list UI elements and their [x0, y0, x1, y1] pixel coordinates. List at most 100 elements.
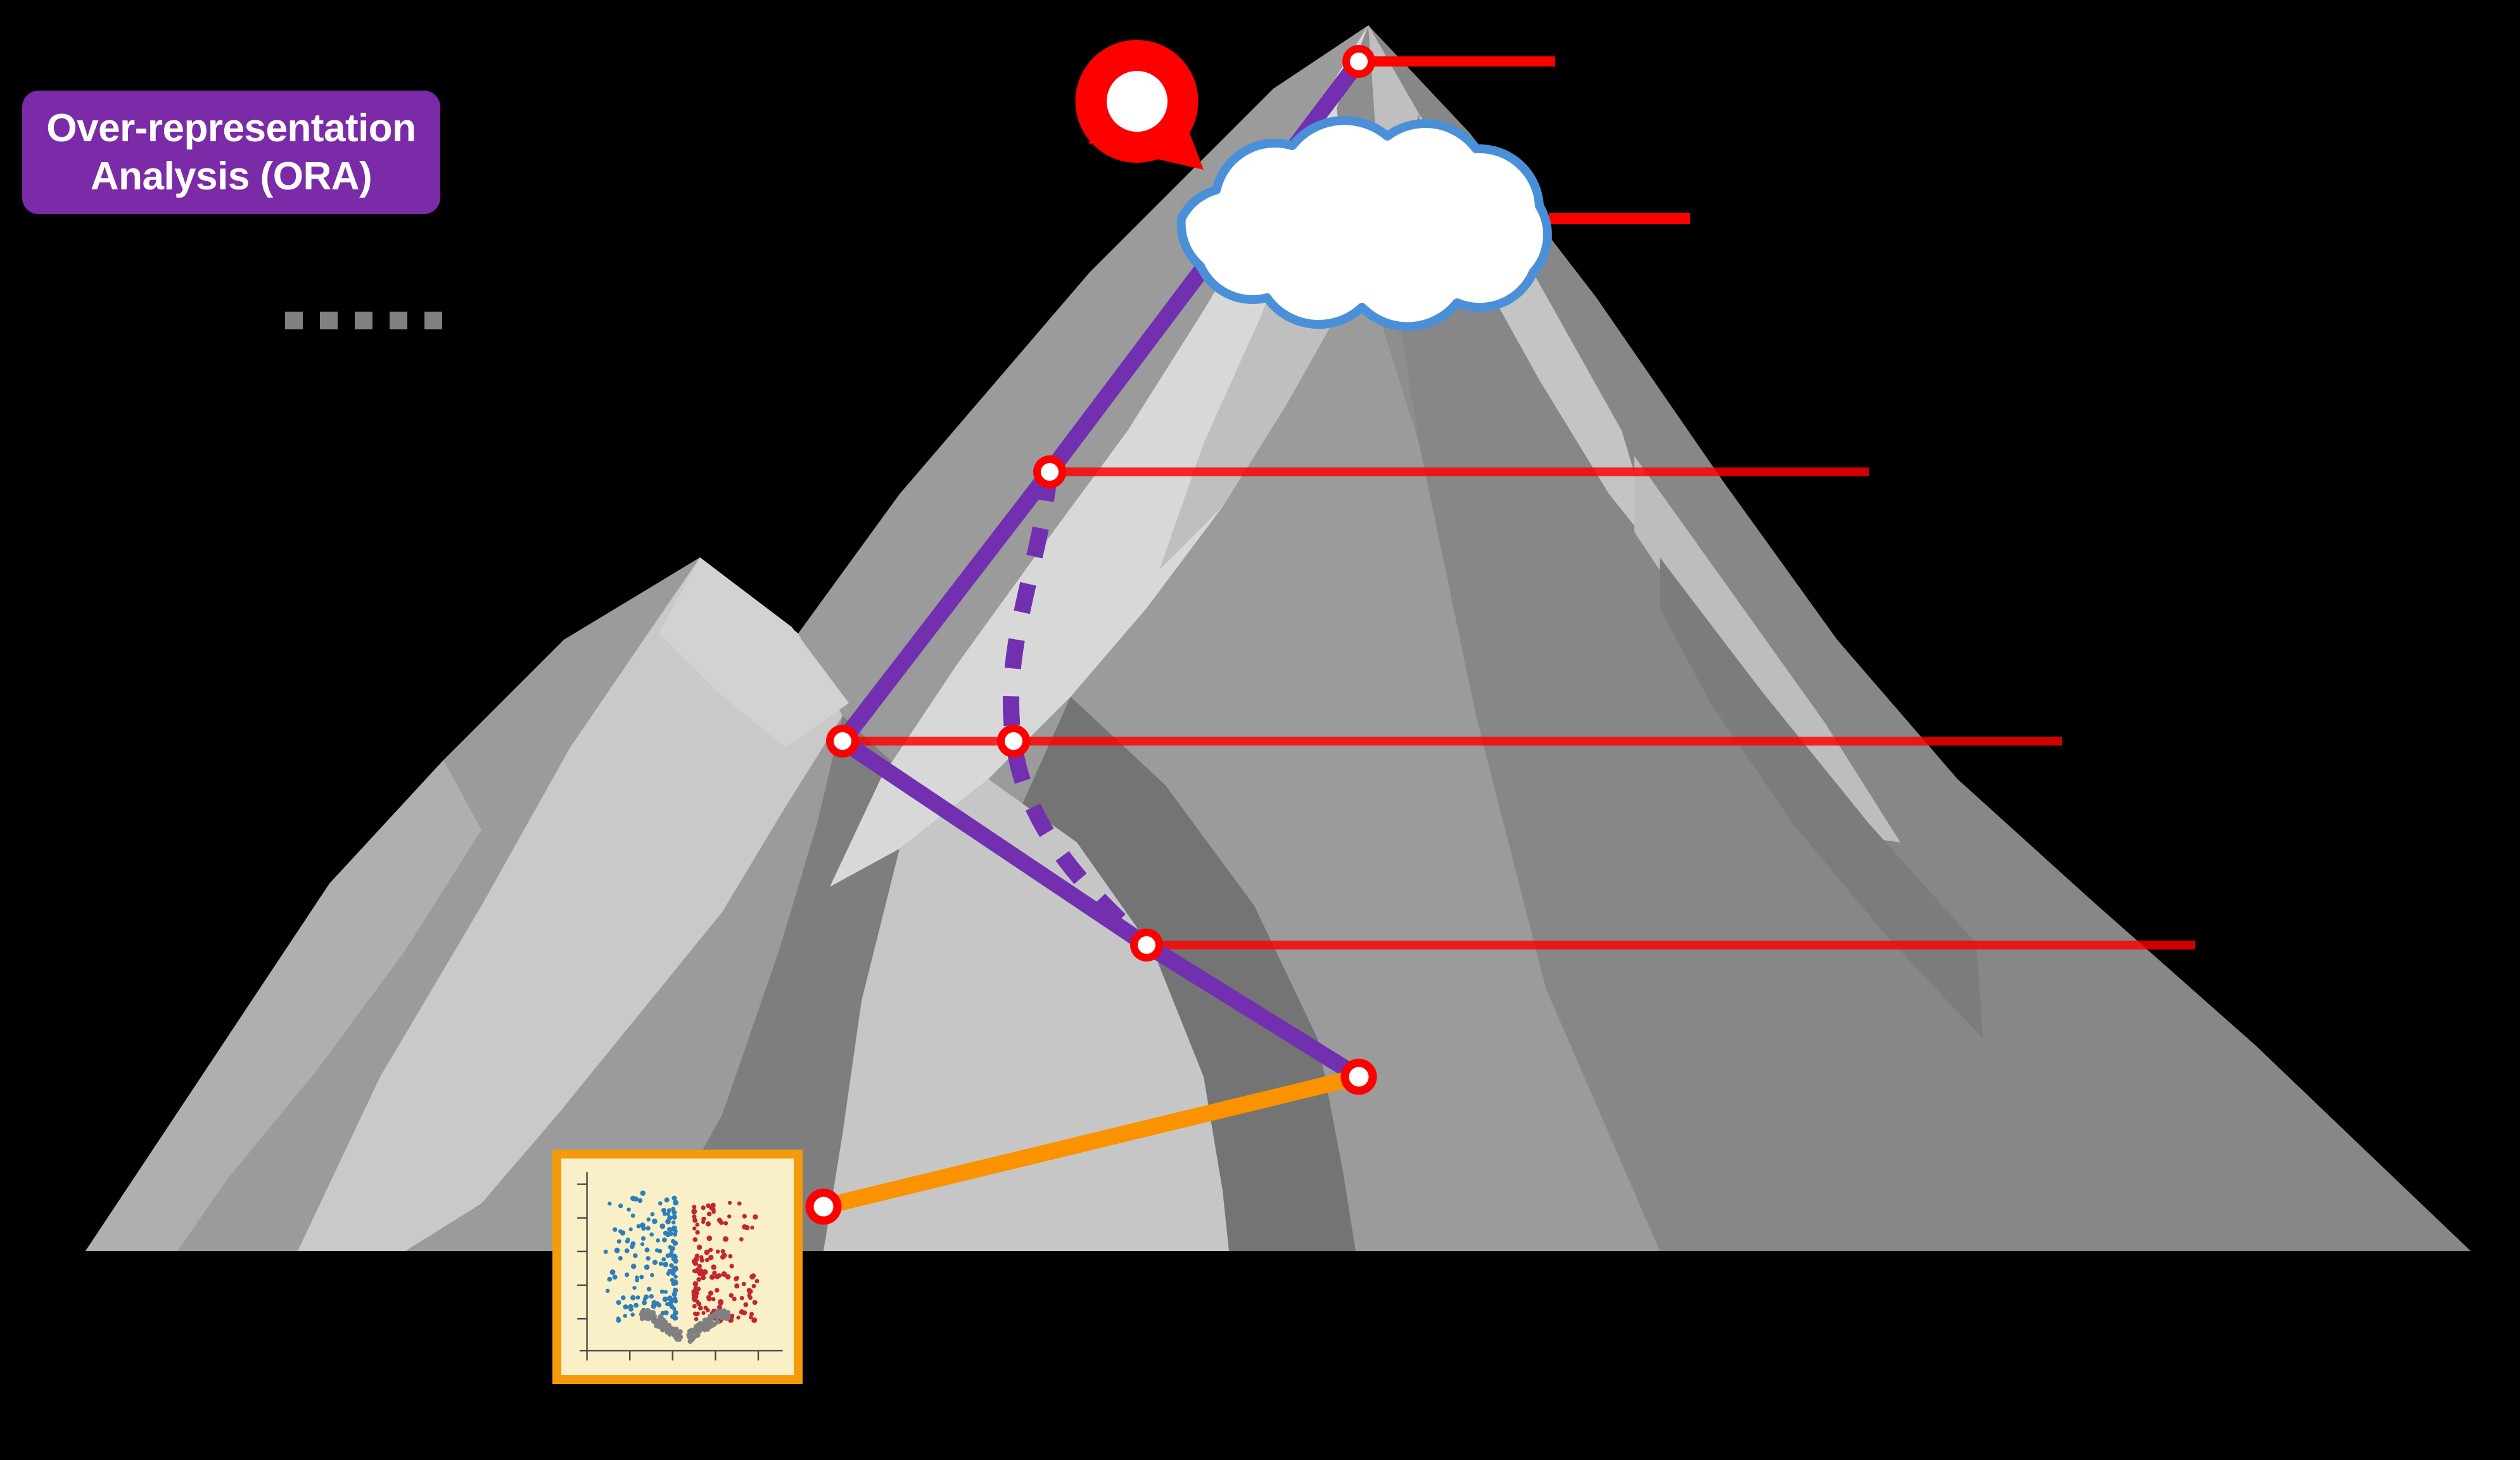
volcano-point	[722, 1308, 727, 1313]
volcano-point	[706, 1211, 712, 1217]
volcano-point	[640, 1242, 645, 1247]
volcano-point	[701, 1271, 706, 1276]
cloud-shape	[1176, 116, 1552, 331]
volcano-point	[662, 1297, 668, 1302]
volcano-point	[618, 1229, 623, 1234]
volcano-point	[642, 1300, 647, 1305]
volcano-point	[692, 1214, 697, 1219]
volcano-point	[609, 1269, 616, 1275]
volcano-point	[628, 1227, 633, 1231]
volcano-point	[671, 1281, 677, 1286]
volcano-point	[739, 1237, 744, 1241]
volcano-point	[630, 1195, 636, 1202]
volcano-point	[637, 1198, 643, 1203]
volcano-point	[613, 1227, 618, 1232]
volcano-point	[652, 1218, 658, 1224]
volcano-point	[693, 1285, 698, 1290]
volcano-point	[754, 1279, 760, 1284]
mountain-right-slope-band	[1976, 944, 2471, 1251]
volcano-point	[736, 1315, 741, 1320]
volcano-point	[748, 1295, 753, 1300]
volcano-point	[696, 1245, 703, 1250]
volcano-point	[671, 1214, 677, 1219]
volcano-point	[627, 1207, 631, 1212]
volcano-point	[624, 1272, 630, 1278]
volcano-point	[732, 1297, 737, 1302]
map-pin-marker[interactable]	[1075, 40, 1204, 170]
dot-separator	[285, 312, 442, 329]
volcano-point	[720, 1254, 726, 1260]
volcano-point	[658, 1261, 663, 1266]
volcano-point	[661, 1257, 666, 1262]
summit-node[interactable]	[1342, 45, 1375, 78]
volcano-point	[612, 1274, 618, 1280]
upper-ridge-node[interactable]	[1033, 455, 1066, 488]
volcano-point	[751, 1283, 756, 1288]
volcano-point	[669, 1263, 674, 1268]
volcano-point	[739, 1295, 744, 1300]
cloud-callout	[1176, 116, 1552, 331]
volcano-point	[650, 1273, 654, 1278]
volcano-point	[673, 1310, 678, 1316]
volcano-point	[664, 1197, 670, 1203]
volcano-point	[636, 1224, 641, 1229]
volcano-point	[694, 1294, 699, 1299]
volcano-point	[663, 1310, 669, 1316]
volcano-point	[671, 1207, 675, 1211]
volcano-point	[722, 1236, 729, 1242]
volcano-point	[663, 1262, 668, 1267]
separator-square	[355, 312, 372, 329]
volcano-point	[694, 1290, 699, 1296]
volcano-point	[706, 1295, 712, 1302]
lower-ridge-node[interactable]	[1130, 929, 1163, 962]
volcano-point	[718, 1300, 723, 1305]
volcano-point	[607, 1276, 613, 1282]
orange-apex-node[interactable]	[1340, 1058, 1377, 1095]
separator-square	[390, 312, 407, 329]
volcano-point	[662, 1212, 667, 1216]
volcano-point	[696, 1301, 702, 1307]
volcano-point	[616, 1317, 621, 1323]
volcano-point	[670, 1314, 675, 1319]
volcano-point	[692, 1259, 697, 1264]
volcano-point	[639, 1274, 644, 1279]
volcano-point	[749, 1312, 754, 1317]
volcano-point	[725, 1310, 730, 1315]
volcano-data-points	[603, 1190, 760, 1344]
volcano-point	[704, 1257, 710, 1262]
mid-right-node[interactable]	[997, 725, 1030, 758]
volcano-point	[694, 1324, 699, 1330]
volcano-point	[694, 1317, 699, 1321]
volcano-point	[751, 1317, 758, 1323]
volcano-point	[720, 1248, 725, 1254]
volcano-point	[603, 1249, 608, 1254]
volcano-point	[671, 1267, 677, 1273]
mid-left-node[interactable]	[826, 725, 859, 758]
mountain-left-peak-light	[298, 557, 843, 1251]
mountain-upperleft-detail	[659, 557, 849, 747]
volcano-point	[665, 1211, 670, 1216]
base-left-node[interactable]	[805, 1188, 842, 1225]
volcano-point	[668, 1252, 674, 1258]
volcano-point	[704, 1249, 710, 1255]
volcano-point	[667, 1227, 673, 1232]
volcano-point	[708, 1254, 714, 1260]
volcano-point	[673, 1255, 678, 1259]
volcano-point	[675, 1336, 681, 1342]
volcano-point	[672, 1240, 678, 1246]
volcano-point	[741, 1281, 746, 1286]
volcano-point	[735, 1276, 739, 1280]
volcano-point	[675, 1330, 680, 1335]
volcano-point	[646, 1286, 652, 1292]
volcano-point	[702, 1216, 706, 1221]
volcano-point	[629, 1244, 635, 1249]
volcano-point	[710, 1202, 716, 1208]
volcano-point	[673, 1258, 678, 1264]
volcano-point	[729, 1264, 734, 1269]
volcano-plot-inset[interactable]	[552, 1150, 803, 1384]
volcano-point	[673, 1326, 679, 1331]
volcano-point	[673, 1201, 678, 1206]
volcano-point	[632, 1286, 637, 1290]
volcano-point	[608, 1202, 612, 1206]
volcano-point	[699, 1257, 705, 1263]
